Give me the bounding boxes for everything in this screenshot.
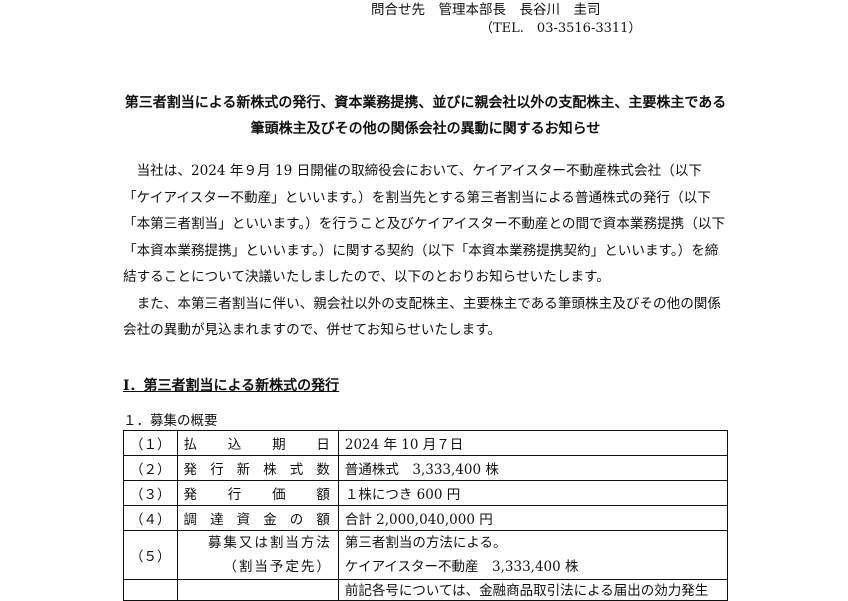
row-label-line-2: （割当予定先） — [223, 559, 332, 575]
row-label — [176, 579, 339, 601]
row-number: （１） — [123, 430, 178, 456]
table-row: （５） 募集又は割当方法 （割当予定先） 第三者割当の方法による。 ケイアイスタ… — [123, 530, 729, 580]
row-number: （５） — [123, 530, 178, 580]
table-row: （３） 発行価額 １株につき 600 円 — [123, 480, 729, 506]
row-label: 払込期日 — [176, 430, 339, 456]
table-row: （２） 発行新株式数 普通株式 3,333,400 株 — [123, 455, 729, 481]
row-value-line-2: ケイアイスター不動産 3,333,400 株 — [344, 559, 579, 575]
row-number — [123, 579, 178, 601]
row-label: 募集又は割当方法 （割当予定先） — [176, 530, 339, 580]
row-value: １株につき 600 円 — [337, 480, 729, 506]
row-value-line-1: 第三者割当の方法による。 — [344, 535, 507, 551]
table-row: 前記各号については、金融商品取引法による届出の効力発生 — [123, 579, 729, 601]
row-value: 普通株式 3,333,400 株 — [337, 455, 729, 481]
row-number: （２） — [123, 455, 178, 481]
paragraph-2: また、本第三者割当に伴い、親会社以外の支配株主、主要株主である筆頭株主及びその他… — [123, 295, 721, 339]
row-label: 発行価額 — [176, 480, 339, 506]
row-label: 発行新株式数 — [176, 455, 339, 481]
row-value: 2024 年 10 月７日 — [337, 430, 729, 456]
document-title: 第三者割当による新株式の発行、資本業務提携、並びに親会社以外の支配株主、主要株主… — [124, 95, 727, 137]
section-heading: Ⅰ．第三者割当による新株式の発行 — [123, 378, 340, 394]
row-label-line-1: 募集又は割当方法 — [207, 535, 332, 551]
offering-overview-table: （１） 払込期日 2024 年 10 月７日 （２） 発行新株式数 普通株式 3… — [123, 430, 729, 601]
row-value: 第三者割当の方法による。 ケイアイスター不動産 3,333,400 株 — [337, 530, 729, 580]
contact-line: 問合せ先 管理本部長 長谷川 圭司 — [371, 2, 601, 18]
paragraph-1: 当社は、2024 年９月 19 日開催の取締役会において、ケイアイスター不動産株… — [123, 163, 726, 285]
subheading: １．募集の概要 — [123, 413, 218, 429]
table-row: （４） 調達資金の額 合計 2,000,040,000 円 — [123, 505, 729, 531]
table-row: （１） 払込期日 2024 年 10 月７日 — [123, 430, 729, 456]
row-value: 前記各号については、金融商品取引法による届出の効力発生 — [337, 579, 729, 601]
row-value: 合計 2,000,040,000 円 — [337, 505, 729, 531]
contact-tel: （TEL. 03-3516-3311） — [480, 21, 642, 36]
row-number: （４） — [123, 505, 178, 531]
body-text: 当社は、2024 年９月 19 日開催の取締役会において、ケイアイスター不動産株… — [123, 158, 728, 344]
row-value-partial: 前記各号については、金融商品取引法による届出の効力発生 — [344, 583, 709, 599]
row-label: 調達資金の額 — [176, 505, 339, 531]
row-number: （３） — [123, 480, 178, 506]
